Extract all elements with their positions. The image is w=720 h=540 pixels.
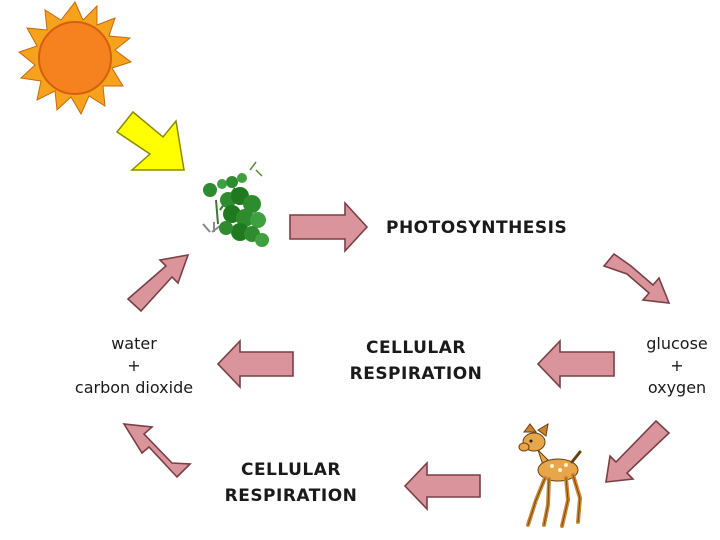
plant-icon xyxy=(203,162,269,247)
arrow-to-photosynthesis xyxy=(290,203,367,251)
cellular-respiration-bottom-label: CELLULAR RESPIRATION xyxy=(203,457,379,509)
photosynthesis-label: PHOTOSYNTHESIS xyxy=(386,215,567,241)
arrow-middle-left xyxy=(538,341,614,387)
arrow-to-water xyxy=(218,341,293,387)
glucose-oxygen-label: glucose + oxygen xyxy=(636,333,718,399)
cellular-respiration-middle-label: CELLULAR RESPIRATION xyxy=(328,335,504,387)
arrow-to-plant xyxy=(128,255,188,311)
arrow-bottom-left xyxy=(405,463,480,509)
fawn-icon xyxy=(519,424,580,526)
sun-icon xyxy=(19,2,131,114)
arrow-to-water-bottom xyxy=(124,424,190,477)
water-co2-label: water + carbon dioxide xyxy=(56,333,212,399)
arrow-to-fawn xyxy=(606,421,669,482)
arrow-to-glucose xyxy=(604,254,669,303)
sunlight-arrow xyxy=(117,112,184,170)
